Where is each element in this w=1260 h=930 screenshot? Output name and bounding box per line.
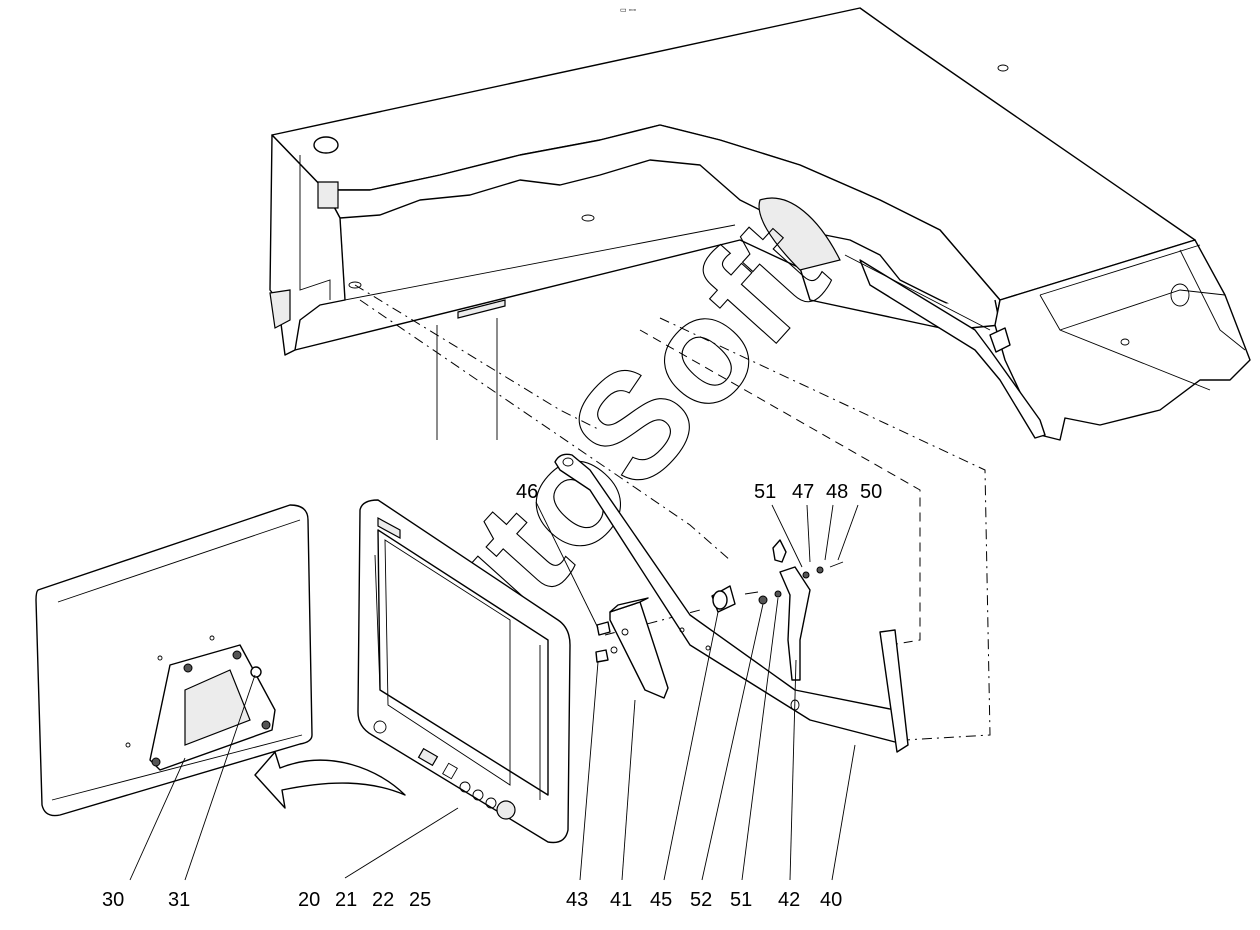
callout-labels: 46 51 47 48 50 30 31 20 21 22 25 43 41 4… [102, 481, 882, 911]
callout-20: 20 [298, 889, 320, 911]
callout-51-bottom: 51 [730, 889, 752, 911]
callout-43: 43 [566, 889, 588, 911]
callout-47: 47 [792, 481, 814, 503]
assembly-centerlines [354, 284, 991, 741]
leader-lines [129, 501, 859, 881]
rotation-arrow [254, 751, 406, 809]
bracket-arm [554, 453, 909, 753]
callout-51-top: 51 [754, 481, 776, 503]
callout-21: 21 [335, 889, 357, 911]
callout-45: 45 [650, 889, 672, 911]
lever-assembly [711, 539, 844, 681]
callout-31: 31 [168, 889, 190, 911]
callout-30: 30 [102, 889, 124, 911]
monitor-back-cover [35, 504, 313, 817]
overhead-console-housing [269, 7, 1251, 441]
callout-50: 50 [860, 481, 882, 503]
monitor-front [357, 499, 571, 844]
callout-46: 46 [516, 481, 538, 503]
callout-22: 22 [372, 889, 394, 911]
callout-42: 42 [778, 889, 800, 911]
callout-40: 40 [820, 889, 842, 911]
header-mark: ▭ ▫▫▫ [620, 7, 636, 14]
callout-48: 48 [826, 481, 848, 503]
mounting-plate [595, 597, 669, 699]
callout-52: 52 [690, 889, 712, 911]
callout-25: 25 [409, 889, 431, 911]
callout-41: 41 [610, 889, 632, 911]
